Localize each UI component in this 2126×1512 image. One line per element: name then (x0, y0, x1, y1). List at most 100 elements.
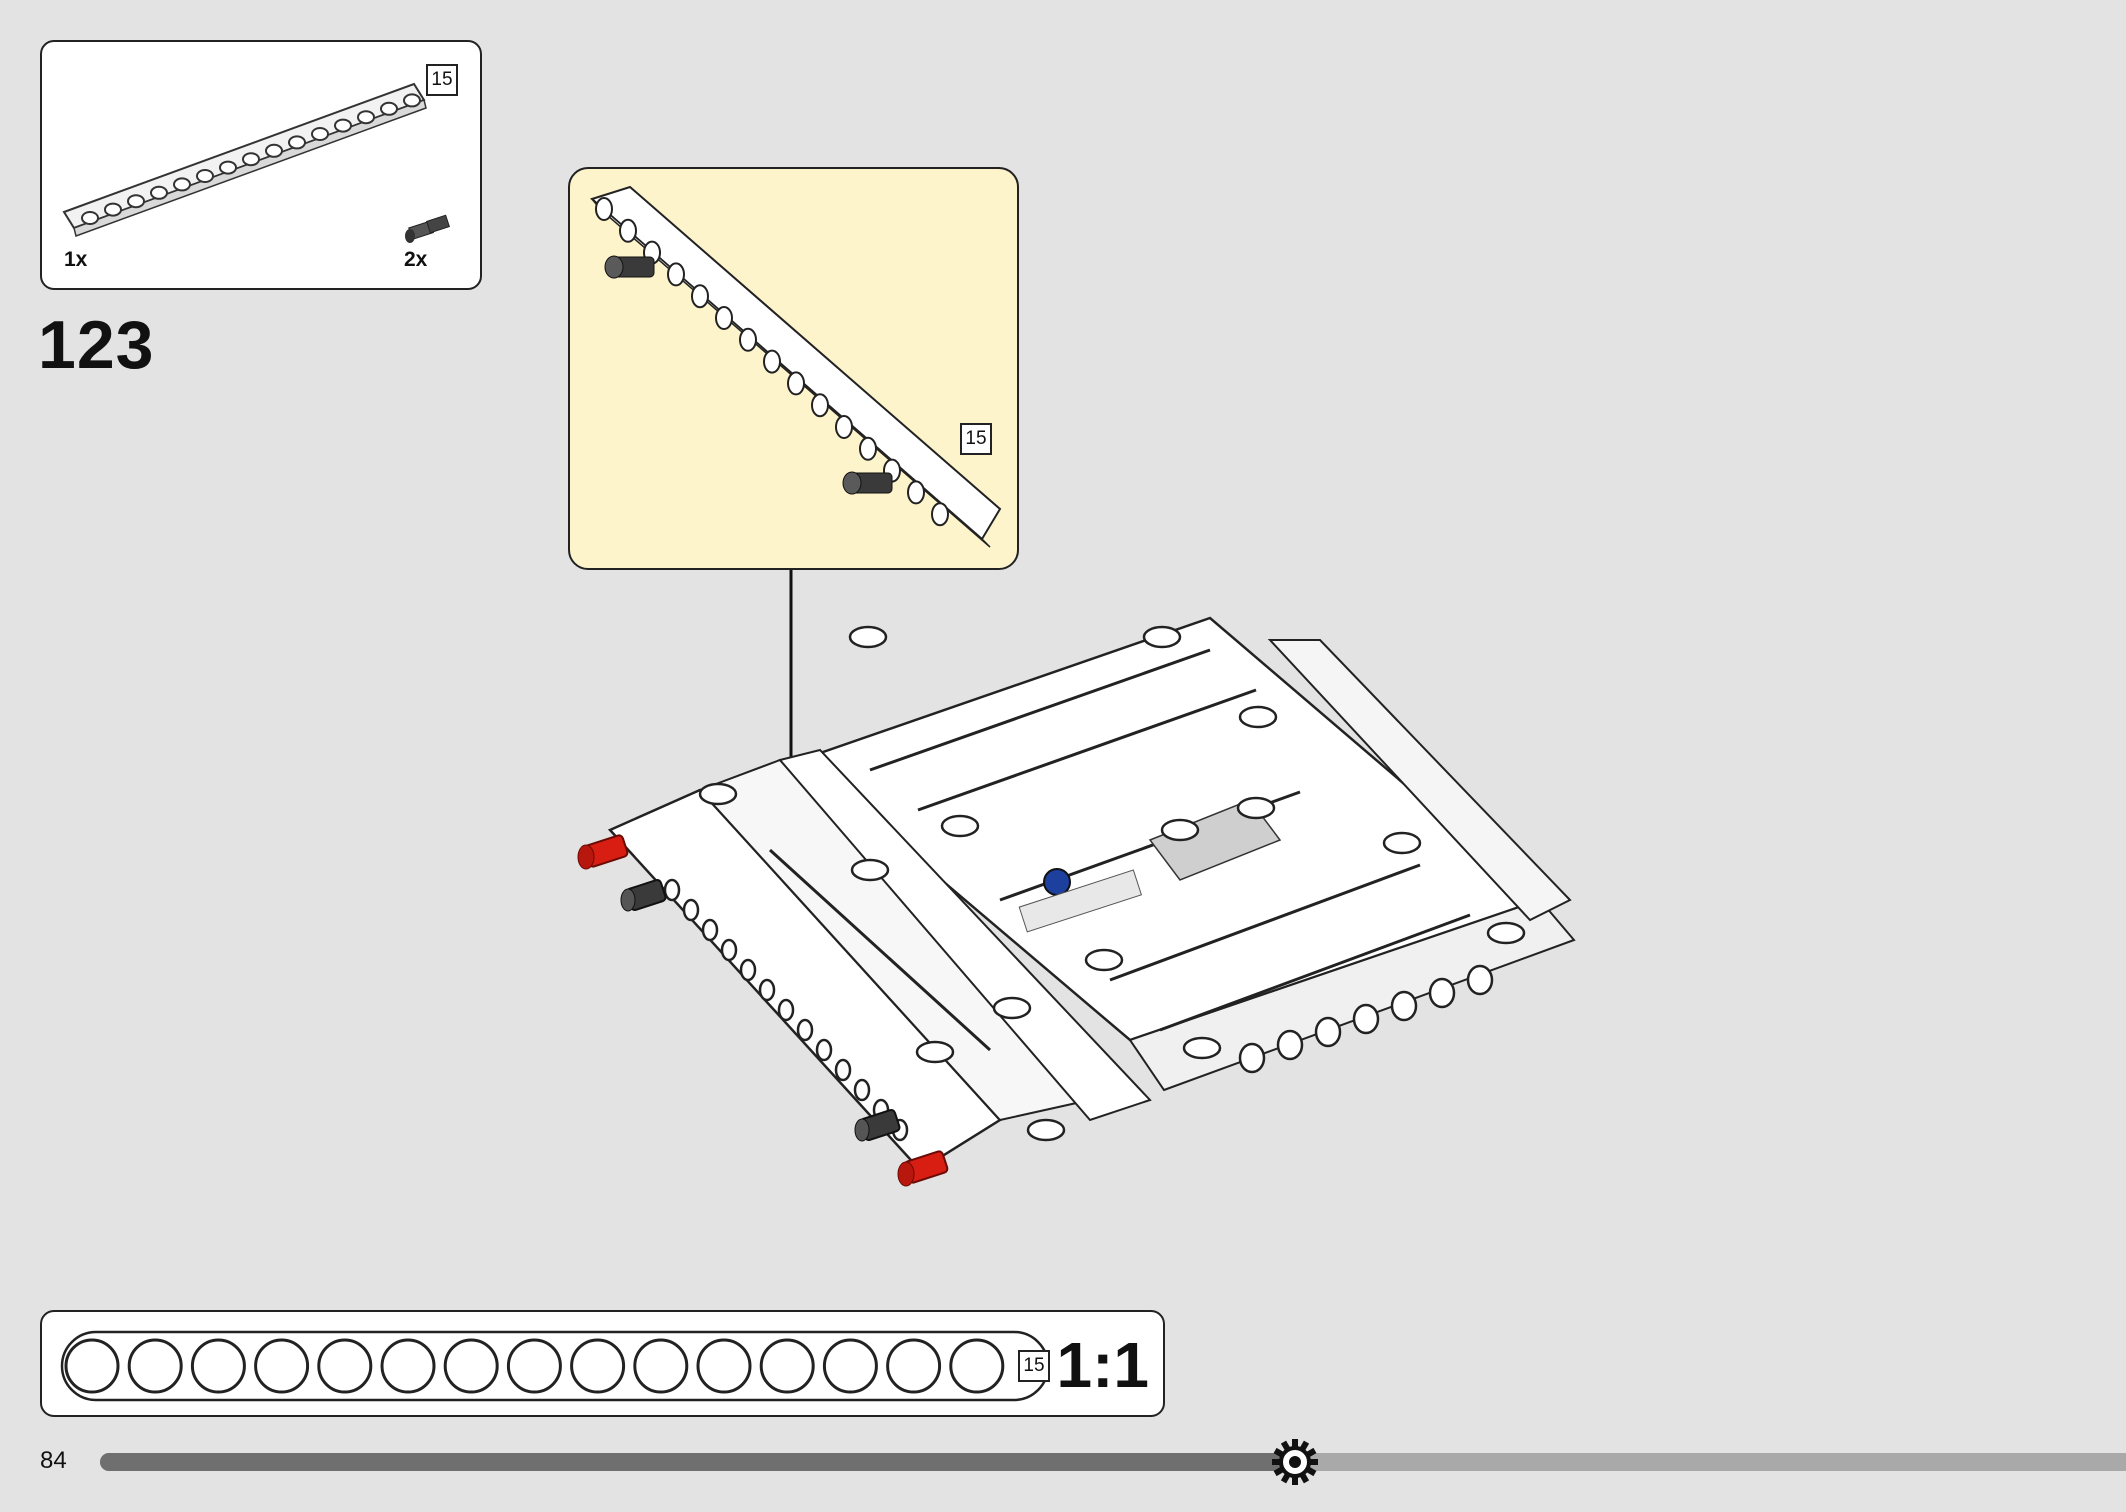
stud-hole (1236, 796, 1276, 820)
progress-bar-fill (100, 1453, 1296, 1471)
beam-hole (815, 1038, 833, 1062)
beam-hole (787, 371, 805, 396)
callout-length-badge: 15 (960, 423, 992, 455)
scale-beam-icon (60, 1330, 1050, 1402)
beam-hole (763, 349, 781, 374)
scale-hole (949, 1338, 1005, 1394)
beam-hole (682, 898, 700, 922)
scale-hole (64, 1338, 120, 1394)
pin-quantity: 2x (404, 248, 428, 271)
scale-hole (633, 1338, 689, 1394)
technic-pin-icon (405, 214, 450, 243)
beam-hole (663, 878, 681, 902)
parts-list-box: 1x 2x 15 (40, 40, 482, 290)
stud-hole (1160, 818, 1200, 842)
beam-hole (796, 1018, 814, 1042)
beam-hole (595, 197, 613, 221)
beam-length-badge: 15 (426, 64, 458, 96)
beam-hole (835, 415, 853, 439)
beam-hole (219, 160, 237, 175)
beam-hole (720, 938, 738, 962)
scale-length-badge: 15 (1018, 1350, 1050, 1382)
stud-hole (1084, 948, 1124, 972)
beam-hole (701, 918, 719, 942)
beam-hole (758, 978, 776, 1002)
beam-hole (859, 436, 877, 461)
stud-hole (850, 858, 890, 882)
beam-hole (334, 118, 352, 133)
beam-hole (357, 110, 375, 125)
beam-hole (1390, 990, 1418, 1022)
pin-top (604, 255, 655, 279)
beam-hole (811, 393, 829, 418)
beam-hole (380, 101, 398, 116)
red-pin-bottom (897, 1150, 949, 1187)
stud-hole (1486, 921, 1526, 945)
beam-hole (667, 262, 685, 287)
scale-hole (696, 1338, 752, 1394)
scale-hole (443, 1338, 499, 1394)
stud-hole (940, 814, 980, 838)
beam-hole (1276, 1029, 1304, 1061)
blue-axle-pin (1043, 868, 1071, 896)
pin-bottom (842, 471, 893, 495)
stud-hole (1142, 625, 1182, 649)
scale-hole (822, 1338, 878, 1394)
scale-hole (506, 1338, 562, 1394)
beam-hole (1238, 1042, 1266, 1074)
scale-label: 1:1 (1056, 1329, 1150, 1401)
beam-hole (619, 218, 637, 243)
stud-hole (848, 625, 888, 649)
beam-hole (931, 502, 949, 527)
beam-hole (265, 143, 283, 158)
scale-hole (570, 1338, 626, 1394)
scale-hole (254, 1338, 310, 1394)
beam-hole (173, 177, 191, 192)
beam-hole (907, 480, 925, 505)
beam-hole (242, 152, 260, 167)
beam-hole (1314, 1016, 1342, 1048)
beam-hole (150, 185, 168, 200)
beam-hole (196, 169, 214, 183)
red-pin-top (577, 834, 629, 870)
beam-quantity: 1x (64, 248, 88, 271)
scale-hole (759, 1338, 815, 1394)
progress-bar (100, 1453, 2126, 1471)
scale-hole (317, 1338, 373, 1394)
beam-hole (777, 998, 795, 1022)
beam-with-pins-assembly-icon (589, 185, 1002, 548)
stud-hole (992, 996, 1032, 1020)
beam-hole (853, 1078, 871, 1102)
beam-hole (834, 1058, 852, 1082)
stud-hole (1182, 1036, 1222, 1060)
beam-hole (288, 135, 306, 150)
scale-hole (190, 1338, 246, 1394)
beam-hole (403, 93, 421, 108)
black-pin-top (620, 879, 667, 912)
scale-reference-box: 15 1:1 (40, 1310, 1165, 1417)
callout-box: 15 (568, 167, 1019, 570)
beam-hole (715, 306, 733, 330)
beam-hole (1428, 977, 1456, 1009)
step-number: 123 (38, 307, 155, 383)
stud-hole (1026, 1118, 1066, 1142)
model-assembly-illustration (577, 570, 1576, 1187)
stud-hole (915, 1040, 955, 1064)
scale-hole (127, 1338, 183, 1394)
beam-hole (311, 127, 329, 141)
beam-hole (104, 202, 122, 217)
gear-icon (1272, 1439, 1319, 1485)
beam-hole (691, 284, 709, 309)
black-pin-bottom (854, 1109, 901, 1142)
beam-hole (81, 211, 99, 225)
scale-hole (380, 1338, 436, 1394)
beam-hole (739, 958, 757, 982)
beam-hole (1466, 964, 1494, 996)
beam-hole (127, 194, 145, 209)
scale-hole (886, 1338, 942, 1394)
stud-hole (1238, 705, 1278, 729)
beam-hole (1352, 1003, 1380, 1035)
parts-illustration (62, 82, 450, 243)
page-number: 84 (40, 1447, 67, 1474)
stud-hole (1382, 831, 1422, 855)
